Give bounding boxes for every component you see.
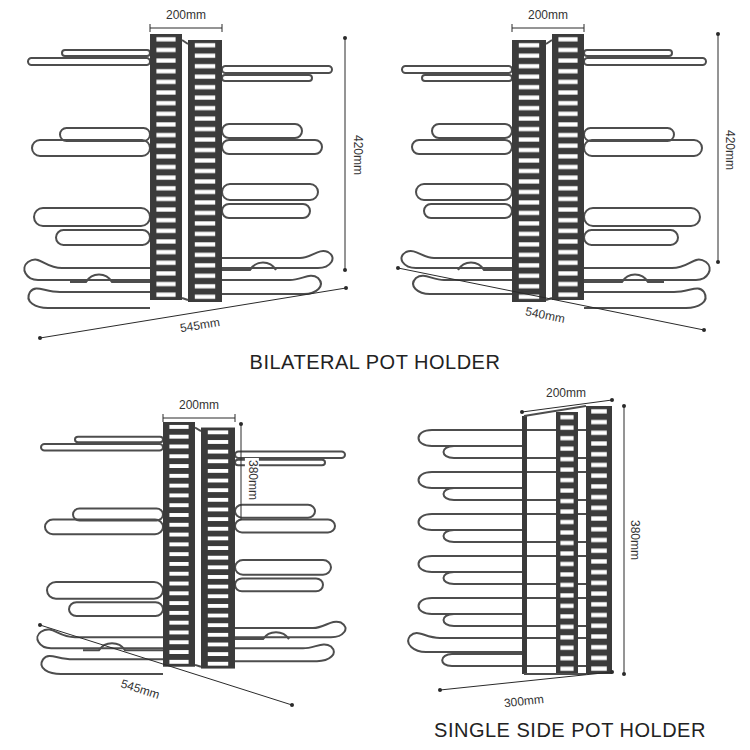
single-rack [522,416,527,674]
dimension-lines [38,336,42,340]
dimension-label: 200mm [164,9,208,23]
dimension-label: 420mm [722,128,736,172]
dimension-lines [716,32,720,36]
dimension-lines [396,266,400,270]
dimension-lines [290,703,294,707]
product-heading: SINGLE SIDE POT HOLDER [432,719,708,742]
dimension-lines [150,24,151,32]
dimension-lines [345,38,346,270]
bilateral-rack [24,34,332,308]
dimension-label: 380mm [245,458,259,502]
dimension-lines [512,28,584,29]
dimension-lines [150,28,222,29]
dimension-label: 200mm [526,9,570,23]
dimension-lines [610,670,614,674]
dimension-lines [440,672,612,690]
dimension-lines [522,400,612,412]
dimension-label: 380mm [627,518,641,562]
dimension-lines [718,34,719,262]
dimension-lines [512,24,513,32]
dimension-lines [38,623,42,627]
dimension-lines [716,260,720,264]
bilateral-rack [37,422,345,674]
single-rack [524,673,586,675]
dimension-lines [163,418,235,419]
single-rack [556,412,578,674]
single-rack [408,406,612,674]
dimension-lines [438,398,626,692]
dimension-lines [40,288,346,338]
dimension-label: 420mm [350,133,364,177]
dimension-lines [163,414,164,422]
single-rack [586,406,612,674]
dimension-label: 545mm [117,677,163,703]
dimension-lines [222,24,223,32]
bilateral-rack [401,34,709,308]
dimension-lines [343,268,347,272]
dimension-lines [438,688,442,692]
dimension-label: 200mm [544,387,588,401]
dimension-lines [38,24,348,340]
dimension-lines [239,422,243,426]
dimension-lines [235,414,236,422]
dimension-lines [624,406,625,674]
dimension-lines [520,410,524,414]
dimension-lines [622,404,626,408]
dimension-lines [344,286,348,290]
dimension-lines [584,24,585,32]
dimension-lines [702,328,706,332]
dimension-lines [622,672,626,676]
dimension-lines [343,36,347,40]
dimension-label: 300mm [501,693,546,711]
dimension-lines [38,414,294,707]
dimension-lines [396,24,720,332]
dimension-label: 540mm [522,305,568,327]
product-heading: BILATERAL POT HOLDER [248,351,503,374]
dimension-lines [610,398,614,402]
dimension-label: 545mm [177,316,223,337]
dimension-lines [40,625,292,705]
dimension-label: 200mm [177,399,221,413]
dimension-lines [398,268,704,330]
dimension-lines [241,424,242,520]
